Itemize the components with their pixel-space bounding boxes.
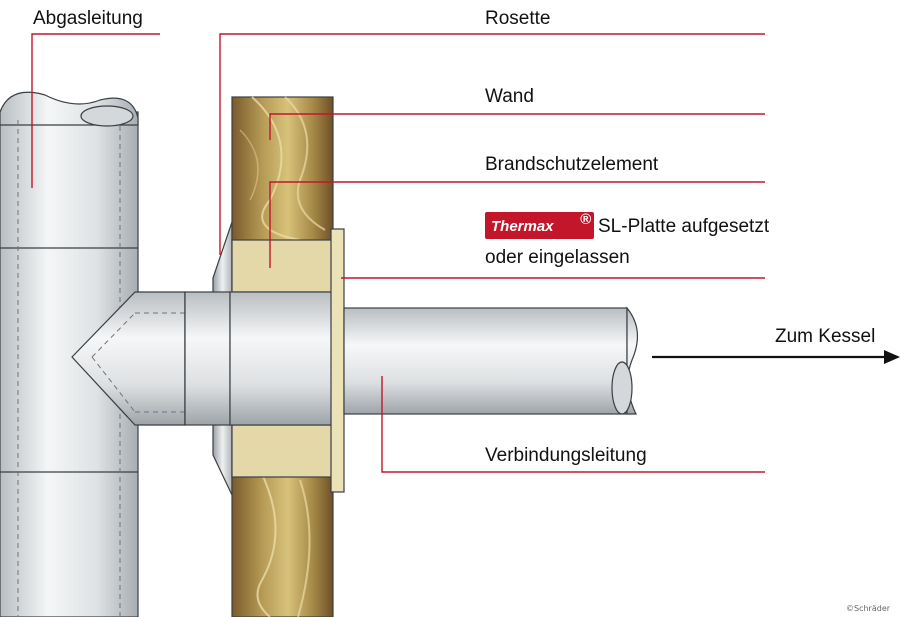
- label-zum-kessel: Zum Kessel: [775, 326, 875, 347]
- connecting-pipe: [343, 306, 638, 415]
- label-sl-platte-line1: SL-Platte aufgesetzt: [598, 216, 770, 237]
- fire-protection-element: [229, 239, 334, 478]
- label-verbindungsleitung: Verbindungsleitung: [485, 445, 647, 466]
- thermax-logo: Thermax ®: [485, 211, 594, 239]
- leader-lines: [31, 33, 765, 473]
- to-boiler-arrow: [652, 350, 900, 364]
- label-rosette: Rosette: [485, 8, 550, 29]
- rosette: [184, 221, 233, 496]
- thermax-plate: [330, 228, 345, 493]
- label-sl-platte-line2: oder eingelassen: [485, 247, 630, 268]
- thermax-logo-badge: [485, 212, 594, 239]
- copyright-notice: ©Schräder: [846, 604, 891, 613]
- thermax-logo-text: Thermax: [491, 218, 554, 235]
- thermax-logo-reg: ®: [580, 211, 592, 228]
- label-abgasleitung: Abgasleitung: [33, 8, 143, 29]
- label-wand: Wand: [485, 86, 534, 107]
- label-brandschutzelement: Brandschutzelement: [485, 154, 659, 175]
